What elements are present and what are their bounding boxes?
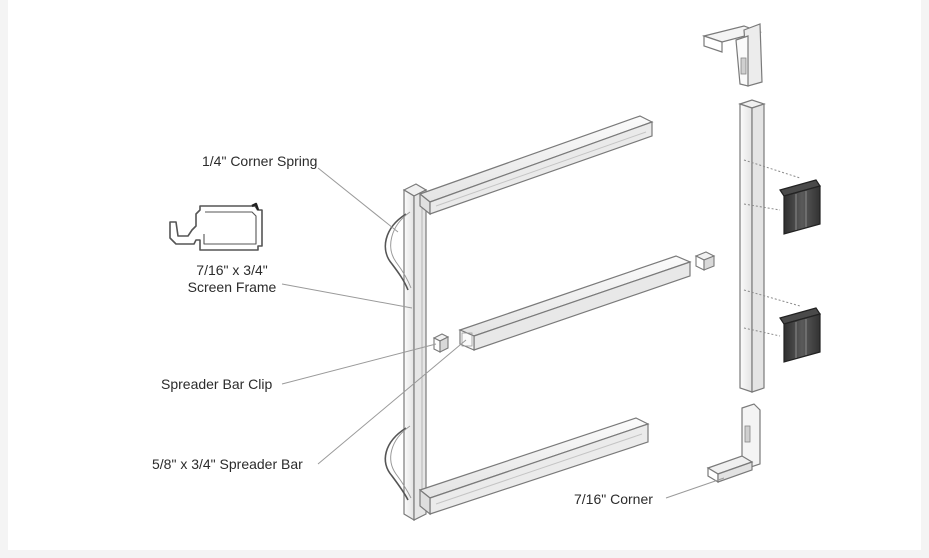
corner-piece-top	[701, 23, 763, 87]
leader-spreader-bar	[317, 339, 467, 465]
corner-spring-bottom	[384, 425, 412, 501]
leader-spreader-bar-clip	[281, 343, 437, 385]
label-corner-spring: 1/4" Corner Spring	[202, 153, 318, 169]
diagram-panel	[8, 0, 921, 550]
spreader-bar-clip-right	[694, 251, 716, 271]
screen-frame-top-rail	[418, 115, 654, 216]
mounting-tab-lower	[779, 307, 821, 363]
screen-frame-left-rail	[402, 183, 428, 522]
screen-frame-bottom-rail	[418, 417, 650, 516]
leader-corner-spring	[317, 167, 399, 233]
label-corner: 7/16" Corner	[574, 491, 653, 507]
spreader-bar-clip-left	[432, 333, 450, 353]
label-spreader-bar-clip: Spreader Bar Clip	[161, 376, 273, 392]
leader-corner	[665, 477, 725, 499]
label-screen-frame-line2: Screen Frame	[187, 279, 277, 295]
leader-lines	[281, 167, 725, 499]
corner-piece-bottom	[706, 403, 761, 484]
label-spreader-bar: 5/8" x 3/4" Spreader Bar	[152, 456, 303, 472]
spreader-bar	[458, 255, 692, 351]
label-screen-frame: 7/16" x 3/4" Screen Frame	[180, 262, 284, 296]
label-screen-frame-line1: 7/16" x 3/4"	[196, 262, 268, 278]
right-vertical-rail	[738, 99, 766, 393]
mounting-tab-upper	[779, 179, 821, 235]
leader-screen-frame	[281, 283, 413, 309]
alignment-guide-lines	[743, 159, 801, 337]
screen-frame-profile	[169, 202, 263, 251]
